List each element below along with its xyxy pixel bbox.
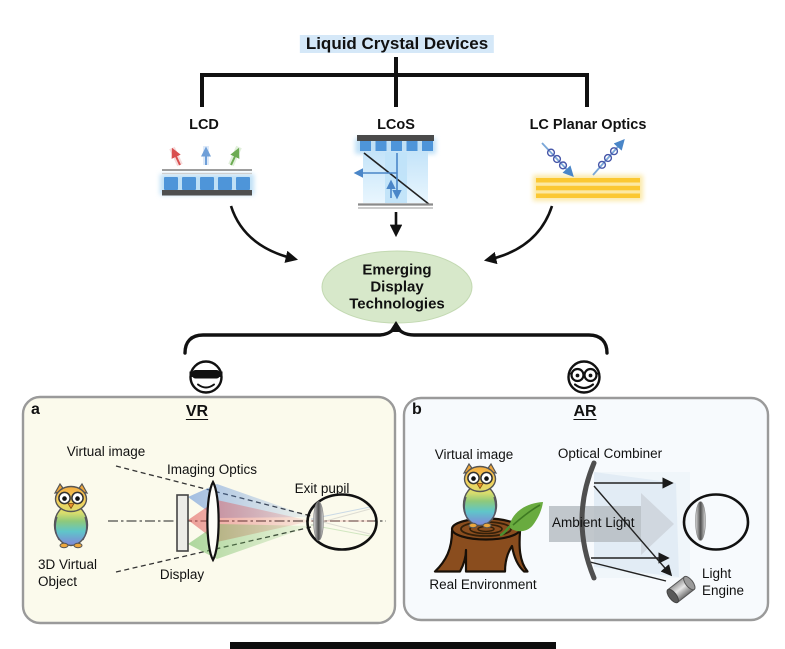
ar-glasses-face-icon: [567, 360, 601, 394]
branch-label-lcos: LCoS: [377, 117, 415, 133]
hub-line-2: Display: [370, 278, 424, 296]
panel-a-tag: a: [31, 401, 40, 418]
label-optical-combiner: Optical Combiner: [557, 446, 663, 461]
branch-label-lcd: LCD: [189, 117, 219, 133]
projector-cylinder-icon: [666, 575, 696, 604]
panel-a-title-vr: VR: [185, 403, 209, 420]
panel-b-ar: [402, 396, 770, 622]
label-real-environment: Real Environment: [429, 577, 537, 592]
label-virtual-image-b: Virtual image: [434, 447, 514, 462]
panel-b-tag: b: [412, 401, 422, 418]
leaf-icon: [499, 502, 543, 537]
eye-icon: [682, 493, 750, 551]
label-ambient-light: Ambient Light: [552, 515, 635, 530]
label-light-engine: Light Engine: [702, 566, 745, 598]
lcd-pixel-array-icon: [160, 145, 254, 196]
lcos-beamsplitter-icon: [353, 135, 436, 209]
label-exit-pupil: Exit pupil: [294, 481, 350, 496]
brace-and-up-arrow: [183, 321, 609, 355]
panel-a-vr: [21, 395, 397, 625]
panel-b-title-ar: AR: [573, 403, 597, 420]
rainbow-owl-icon: [462, 463, 498, 529]
bottom-crop-bar: [230, 642, 556, 649]
branch-label-lc-planar-optics: LC Planar Optics: [529, 117, 647, 133]
light-path-arrows: [589, 477, 674, 582]
hub-line-3: Technologies: [349, 295, 445, 313]
flow-arrows-to-hub: [229, 205, 554, 265]
exit-pupil-lens: [313, 501, 324, 541]
vr-headset-face-icon: [189, 360, 223, 394]
optical-combiner-arc: [579, 460, 597, 581]
rainbow-owl-icon: [53, 483, 89, 549]
display-panel: [176, 494, 189, 552]
eye-icon: [306, 493, 378, 551]
hub-line-1: Emerging: [362, 261, 432, 279]
imaging-lens: [206, 479, 220, 563]
hub-label: Emerging Display Technologies: [349, 262, 445, 313]
tree-connectors: [200, 57, 589, 107]
label-display: Display: [159, 567, 205, 582]
root-title: Liquid Crystal Devices: [299, 35, 495, 53]
ambient-light-arrow: [549, 493, 674, 555]
label-virtual-image-a: Virtual image: [66, 444, 146, 459]
lc-planar-optics-waveguide-icon: [533, 138, 643, 201]
label-3d-virtual-object: 3D Virtual Object: [38, 557, 98, 589]
label-imaging-optics: Imaging Optics: [166, 462, 258, 477]
